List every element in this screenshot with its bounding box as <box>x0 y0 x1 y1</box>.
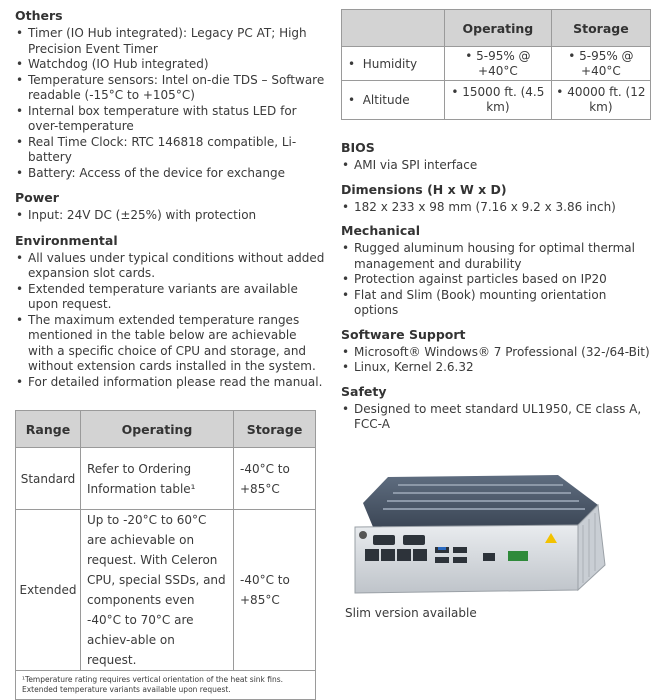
row-label-text: Altitude <box>362 93 410 107</box>
cell-operating-standard: Refer to Ordering Information table¹ <box>80 447 234 510</box>
power-list: Input: 24V DC (±25%) with protection <box>15 208 325 224</box>
usb-port-blue <box>438 547 446 550</box>
table-header-row: Operating Storage <box>341 9 652 47</box>
list-item: Extended temperature variants are availa… <box>15 282 325 313</box>
list-item: Watchdog (IO Hub integrated) <box>15 57 325 73</box>
cell-humidity-operating: • 5-95% @ +40°C <box>444 46 552 81</box>
list-item: Linux, Kernel 2.6.32 <box>341 360 651 376</box>
table-row: Standard Refer to Ordering Information t… <box>15 447 316 510</box>
list-item: Real Time Clock: RTC 146818 compatible, … <box>15 135 325 166</box>
cell-text: 40000 ft. (12 km) <box>567 85 646 114</box>
table-row: Extended Up to -20°C to 60°C are achieva… <box>15 509 316 671</box>
heatsink-fins <box>383 484 585 510</box>
environmental-title: Environmental <box>15 232 118 248</box>
row-label-text: Humidity <box>362 56 418 71</box>
right-column: BIOS AMI via SPI interface Dimensions (H… <box>341 140 651 433</box>
row-label-altitude: • Altitude <box>341 80 445 120</box>
list-item: Internal box temperature with status LED… <box>15 104 325 135</box>
table-header-operating: Operating <box>80 410 234 448</box>
table-row: ¹Temperature rating requires vertical or… <box>15 670 316 700</box>
list-item: Rugged aluminum housing for optimal ther… <box>341 241 651 272</box>
cell-range-standard: Standard <box>15 447 81 510</box>
row-label-humidity: • Humidity <box>341 46 445 81</box>
cell-altitude-operating: • 15000 ft. (4.5 km) <box>444 80 552 120</box>
bullet: • <box>348 93 363 107</box>
others-title: Others <box>15 8 63 23</box>
table-row: • Altitude • 15000 ft. (4.5 km) • 40000 … <box>341 80 652 120</box>
warning-icon <box>545 533 557 543</box>
bios-list: AMI via SPI interface <box>341 158 651 174</box>
table-header-operating: Operating <box>444 9 552 47</box>
table-header-storage: Storage <box>550 9 652 47</box>
product-image <box>354 475 606 594</box>
list-item: Microsoft® Windows® 7 Professional (32-/… <box>341 345 651 361</box>
software-list: Microsoft® Windows® 7 Professional (32-/… <box>341 345 651 376</box>
others-list: Timer (IO Hub integrated): Legacy PC AT;… <box>15 26 325 181</box>
table-footnote: ¹Temperature rating requires vertical or… <box>15 670 316 700</box>
mechanical-title: Mechanical <box>341 223 420 238</box>
ge-logo-icon <box>359 531 367 539</box>
side-fins <box>582 513 596 583</box>
cell-humidity-storage: • 5-95% @ +40°C <box>550 46 652 81</box>
table-header-storage: Storage <box>233 410 316 448</box>
table-header-range: Range <box>15 410 81 448</box>
list-item: AMI via SPI interface <box>341 158 651 174</box>
bullet: • <box>348 56 363 71</box>
cell-text: 15000 ft. (4.5 km) <box>462 85 545 114</box>
dimensions-list: 182 x 233 x 98 mm (7.16 x 9.2 x 3.86 inc… <box>341 200 651 216</box>
list-item: Battery: Access of the device for exchan… <box>15 166 325 182</box>
environmental-list: All values under typical conditions with… <box>15 251 325 391</box>
list-item: 182 x 233 x 98 mm (7.16 x 9.2 x 3.86 inc… <box>341 200 651 216</box>
list-item: Timer (IO Hub integrated): Legacy PC AT;… <box>15 26 325 57</box>
list-item: Designed to meet standard UL1950, CE cla… <box>341 402 651 433</box>
power-connector <box>508 551 528 561</box>
temperature-table: Range Operating Storage Standard Refer t… <box>15 410 316 700</box>
cell-storage-standard: -40°C to +85°C <box>233 447 316 510</box>
cell-range-extended: Extended <box>15 509 81 671</box>
cell-text: 5-95% @ +40°C <box>579 48 634 78</box>
safety-title: Safety <box>341 383 387 399</box>
footnote-line: Extended temperature variants available … <box>22 685 231 694</box>
table-header-row: Range Operating Storage <box>15 410 316 448</box>
humidity-altitude-table: Operating Storage • Humidity • 5-95% @ +… <box>341 9 652 120</box>
dimensions-title: Dimensions (H x W x D) <box>341 181 507 197</box>
cell-text: 5-95% @ +40°C <box>476 48 531 78</box>
safety-list: Designed to meet standard UL1950, CE cla… <box>341 402 651 433</box>
power-title: Power <box>15 190 59 205</box>
table-header-empty <box>341 9 445 47</box>
list-item: For detailed information please read the… <box>15 375 325 391</box>
cell-altitude-storage: • 40000 ft. (12 km) <box>550 80 652 120</box>
list-item: All values under typical conditions with… <box>15 251 325 282</box>
list-item: The maximum extended temperature ranges … <box>15 313 325 375</box>
mechanical-list: Rugged aluminum housing for optimal ther… <box>341 241 651 319</box>
side-panel <box>577 503 606 592</box>
software-title: Software Support <box>341 326 466 342</box>
left-column: Others Timer (IO Hub integrated): Legacy… <box>15 8 325 390</box>
footnote-line: ¹Temperature rating requires vertical or… <box>22 675 284 684</box>
cell-operating-extended: Up to -20°C to 60°C are achievable on re… <box>80 509 234 671</box>
product-caption: Slim version available <box>345 606 477 620</box>
list-item: Flat and Slim (Book) mounting orientatio… <box>341 288 651 319</box>
list-item: Protection against particles based on IP… <box>341 272 651 288</box>
list-item: Input: 24V DC (±25%) with protection <box>15 208 325 224</box>
list-item: Temperature sensors: Intel on-die TDS – … <box>15 73 325 104</box>
bios-title: BIOS <box>341 140 375 155</box>
table-row: • Humidity • 5-95% @ +40°C • 5-95% @ +40… <box>341 46 652 81</box>
cell-storage-extended: -40°C to +85°C <box>233 509 316 671</box>
